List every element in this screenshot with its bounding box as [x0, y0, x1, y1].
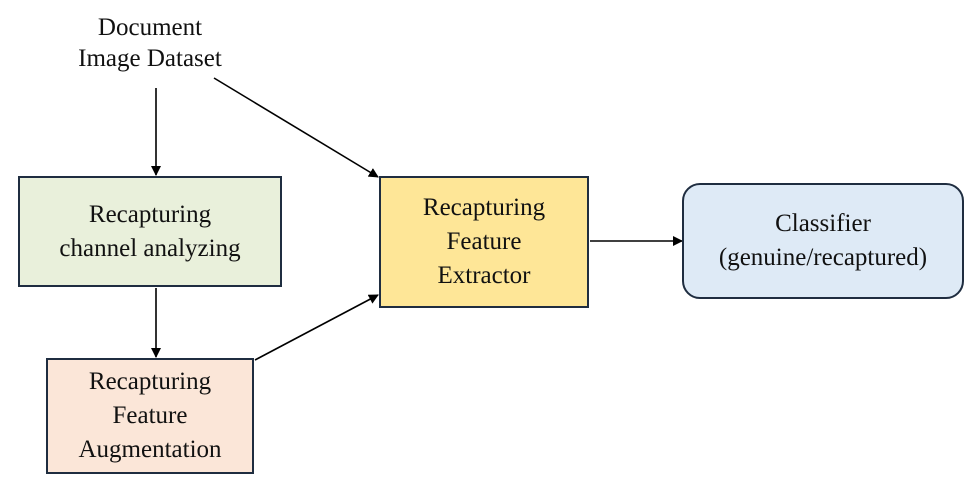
arrow-source-to-feature-extractor [213, 77, 379, 178]
feature-extractor-node: Recapturing Feature Extractor [379, 176, 589, 308]
feature-augmentation-node: Recapturing Feature Augmentation [46, 358, 254, 474]
feature-extractor-line-1: Recapturing [422, 194, 546, 221]
feature-augmentation-line-3: Augmentation [78, 436, 222, 463]
classifier-line-2: (genuine/recaptured) [718, 244, 928, 271]
feature-augmentation-line-2: Feature [112, 402, 188, 429]
feature-extractor-line-3: Extractor [437, 262, 531, 289]
classifier-node: Classifier (genuine/recaptured) [682, 183, 964, 299]
channel-analyzing-line-2: channel analyzing [59, 234, 241, 262]
channel-analyzing-node: Recapturing channel analyzing [18, 176, 282, 287]
source-label-line-2: Image Dataset [78, 45, 222, 72]
source-label-line-1: Document [97, 14, 203, 41]
feature-augmentation-line-1: Recapturing [88, 368, 212, 395]
arrow-feature-augmentation-to-feature-extractor [254, 294, 379, 361]
channel-analyzing-line-1: Recapturing [88, 200, 212, 228]
feature-extractor-line-2: Feature [446, 228, 522, 255]
source-dataset-label: Document Image Dataset [40, 12, 260, 74]
classifier-line-1: Classifier [775, 210, 871, 237]
